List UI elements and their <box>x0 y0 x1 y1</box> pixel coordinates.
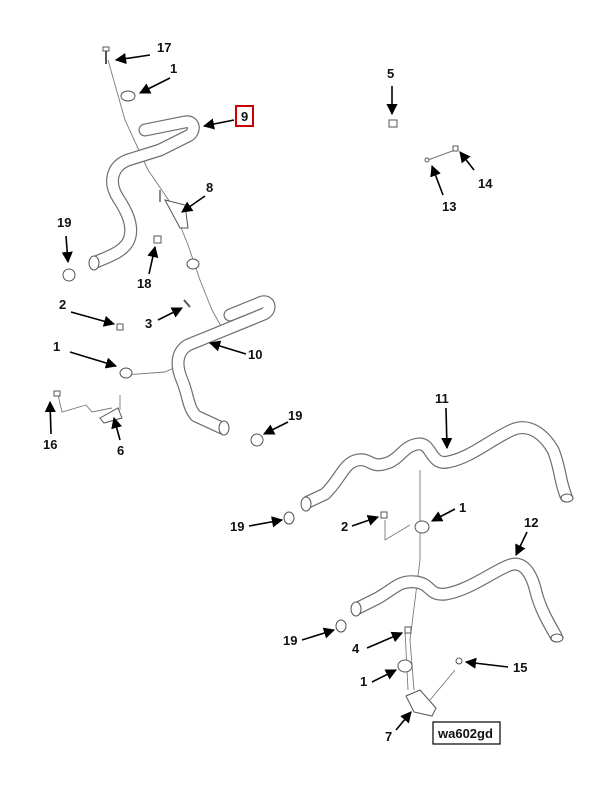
callout-1-top: 1 <box>170 61 177 76</box>
callout-7: 7 <box>385 729 392 744</box>
callout-9-highlight-box <box>235 105 254 127</box>
bracket-16 <box>57 394 113 413</box>
part-17-bolt <box>102 46 110 64</box>
clamp-1-bottom <box>397 659 413 673</box>
callout-2-a: 2 <box>59 297 66 312</box>
callout-8: 8 <box>206 180 213 195</box>
callout-11: 11 <box>435 391 449 406</box>
callout-14: 14 <box>478 176 493 191</box>
callout-1-mid: 1 <box>53 339 60 354</box>
callout-9: 9 <box>241 109 248 124</box>
hose-9 <box>88 115 200 271</box>
cap-5 <box>388 119 398 128</box>
callout-12: 12 <box>524 515 538 530</box>
callout-1-bottom: 1 <box>360 674 367 689</box>
callout-2-b: 2 <box>341 519 348 534</box>
clamp-1-low <box>414 520 430 534</box>
bolt-15 <box>455 657 463 665</box>
bolt-2-lower <box>380 511 388 519</box>
callout-19-d: 19 <box>283 633 297 648</box>
oring-19-low-a <box>283 511 295 525</box>
callout-10: 10 <box>248 347 262 362</box>
lower-assembly <box>283 421 574 717</box>
nut-18 <box>153 235 162 244</box>
callout-arrows <box>44 52 528 731</box>
oring-19-upper <box>62 268 76 282</box>
clamp-1-mid-upper <box>186 258 200 270</box>
callout-5: 5 <box>387 66 394 81</box>
bolt-2-upper <box>116 323 124 331</box>
fitting-13-14 <box>424 145 459 163</box>
callout-13: 13 <box>442 199 456 214</box>
clamp-1-mid <box>119 367 133 379</box>
callout-15: 15 <box>513 660 527 675</box>
callout-19-c: 19 <box>230 519 244 534</box>
hose-11 <box>300 421 574 512</box>
callout-17: 17 <box>157 40 171 55</box>
callout-3: 3 <box>145 316 152 331</box>
bracket-7 <box>405 689 437 717</box>
callout-labels: 17 1 9 5 14 13 8 19 18 2 3 10 1 16 6 19 … <box>43 40 538 744</box>
bracket-8 <box>164 199 189 229</box>
drawing-code: wa602gd <box>437 726 493 741</box>
upper-assembly <box>53 46 459 447</box>
oring-19-low-b <box>335 619 347 633</box>
callout-19-a: 19 <box>57 215 71 230</box>
bracket-6 <box>99 407 123 424</box>
drawing-code-box: wa602gd <box>432 721 501 745</box>
callout-19-b: 19 <box>288 408 302 423</box>
oring-19-mid <box>250 433 264 447</box>
callout-16: 16 <box>43 437 57 452</box>
hose-12 <box>350 557 564 643</box>
hose-10 <box>171 295 276 436</box>
callout-6: 6 <box>117 443 124 458</box>
clamp-1-top <box>120 90 136 102</box>
callout-4: 4 <box>352 641 360 656</box>
callout-18: 18 <box>137 276 151 291</box>
bolt-4 <box>404 626 412 634</box>
callout-1-low: 1 <box>459 500 466 515</box>
